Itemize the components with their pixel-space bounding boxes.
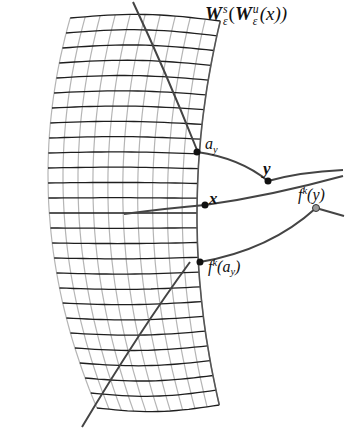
mesh-line (63, 302, 202, 305)
orbit-curve (316, 208, 344, 216)
point-label: fk(ay) (208, 258, 240, 278)
math-label: y (230, 266, 235, 277)
mesh-line (57, 76, 209, 81)
index-stack: uε (253, 4, 259, 26)
mesh-line (48, 182, 198, 183)
orbit-curves (82, 2, 344, 427)
mesh-line (70, 14, 220, 21)
mesh-line (66, 30, 217, 36)
math-label: (a (217, 258, 230, 275)
mesh-line (63, 45, 214, 51)
math-label: ε (223, 16, 228, 27)
mesh-line (50, 121, 202, 124)
mesh-line (49, 197, 198, 199)
mesh-line (54, 91, 206, 95)
math-label: a (205, 135, 213, 152)
mesh-line (49, 212, 197, 213)
math-label: f (208, 258, 212, 275)
mesh-line (51, 227, 198, 229)
math-label: f (298, 186, 302, 203)
point (202, 202, 209, 209)
mesh-line (48, 167, 198, 169)
point-label: ay (205, 136, 218, 155)
point (265, 178, 272, 185)
point (194, 149, 201, 156)
stable-curve (133, 2, 197, 150)
point (197, 259, 204, 266)
mesh-line (71, 331, 206, 335)
orbit-curve (197, 152, 268, 181)
orbit-curve (200, 208, 316, 262)
math-label: (y) (307, 186, 325, 203)
point-label: Wsε(Wuε(x)) (205, 4, 287, 27)
mesh-line (52, 243, 197, 244)
point (313, 205, 320, 212)
math-label: y (263, 159, 271, 178)
math-label: ( (229, 3, 235, 24)
math-label: u (253, 4, 259, 15)
math-label: k (302, 185, 307, 196)
index-stack: sε (223, 4, 228, 26)
mesh-line (57, 272, 199, 274)
point-label: y (263, 160, 271, 177)
point-label: x (209, 190, 218, 207)
math-label: W (235, 3, 252, 24)
math-label: (x)) (260, 3, 287, 24)
math-label: k (212, 257, 217, 268)
orbit-curve (268, 170, 343, 181)
mesh-line (48, 152, 199, 154)
unstable-curve (82, 262, 190, 427)
mesh-line (91, 390, 216, 396)
mesh-line (197, 21, 220, 405)
surface-edge (197, 21, 220, 405)
mesh-line (80, 361, 210, 366)
curve-through-x (124, 176, 343, 214)
mesh-line (59, 60, 211, 65)
mesh-line (60, 287, 201, 290)
mesh-line (66, 316, 203, 320)
point-label: fk(y) (298, 186, 325, 203)
math-label: s (223, 4, 228, 15)
math-label: ) (235, 258, 240, 275)
mesh-line (54, 257, 198, 259)
math-label: x (209, 189, 218, 208)
mesh-line (75, 346, 208, 351)
mesh-line (85, 376, 213, 382)
mesh-line (49, 137, 200, 140)
math-label: W (205, 3, 222, 24)
math-label: ε (253, 16, 259, 27)
math-label: y (213, 144, 218, 155)
mesh-line (97, 405, 219, 412)
